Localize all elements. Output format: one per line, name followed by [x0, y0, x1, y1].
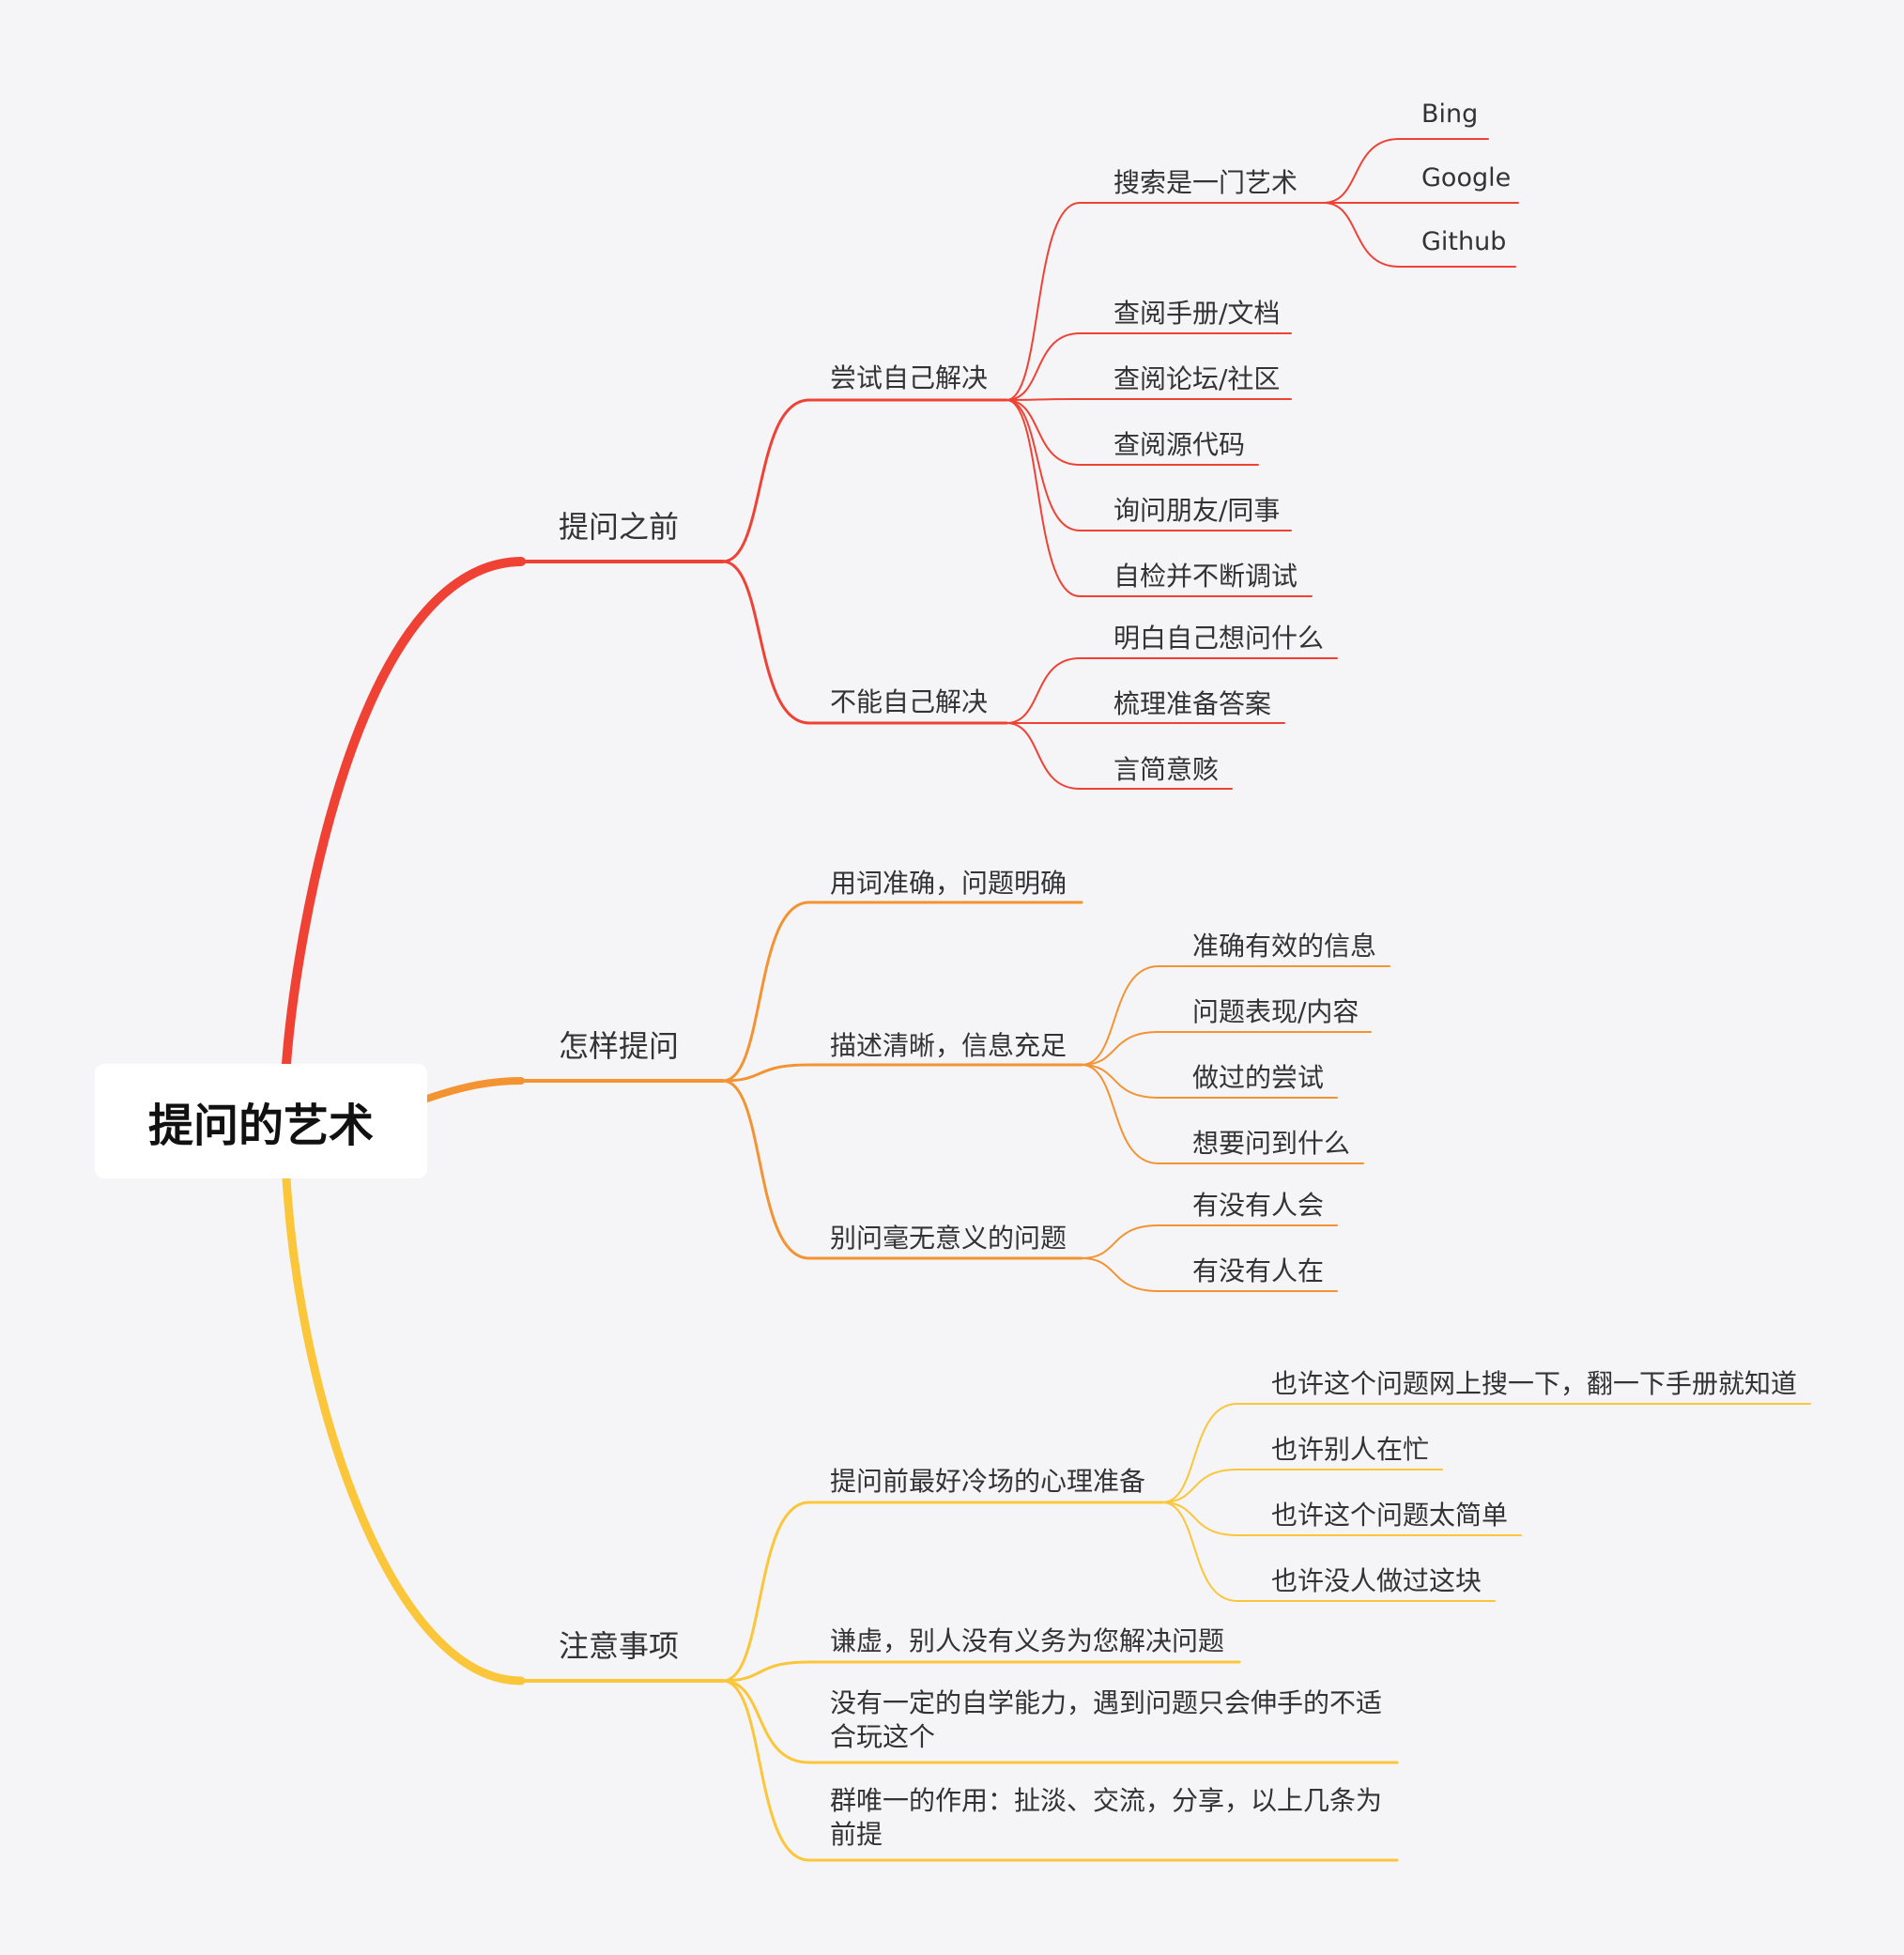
- node-know-what-to-ask[interactable]: 明白自己想问什么: [1113, 623, 1325, 654]
- link-try-yourself: [721, 398, 811, 563]
- link-l3-cannot-0: [1006, 657, 1081, 724]
- link-root-notes: [282, 1174, 526, 1686]
- link-l3-cannot-2: [1006, 722, 1081, 790]
- link-l4-search-2: [1323, 202, 1400, 268]
- link-l3-try-2: [1006, 398, 1081, 401]
- node-attempts-made[interactable]: 做过的尝试: [1192, 1062, 1325, 1093]
- link-notes-3: [721, 1679, 811, 1862]
- link-l3-try-1: [1006, 332, 1081, 401]
- link-root-how: [423, 1077, 525, 1102]
- node-precise-wording[interactable]: 用词准确，问题明确: [830, 868, 1067, 899]
- node-prepare-answer[interactable]: 梳理准备答案: [1113, 688, 1272, 719]
- node-anyone-knows[interactable]: 有没有人会: [1192, 1190, 1325, 1221]
- link-l3-try-3: [1006, 399, 1081, 466]
- link-l3-desc-1: [1081, 1031, 1159, 1066]
- link-notes-0: [721, 1501, 811, 1683]
- link-l3-desc-0: [1081, 965, 1159, 1066]
- node-maybe-searchable[interactable]: 也许这个问题网上搜一下，翻一下手册就知道: [1271, 1368, 1798, 1399]
- link-cannot-solve: [721, 560, 811, 725]
- node-read-manual[interactable]: 查阅手册/文档: [1113, 298, 1281, 329]
- node-github[interactable]: Github: [1421, 227, 1507, 256]
- node-maybe-busy[interactable]: 也许别人在忙: [1271, 1434, 1430, 1465]
- link-l3-noq-1: [1081, 1257, 1159, 1292]
- node-valid-info[interactable]: 准确有效的信息: [1192, 931, 1377, 962]
- link-l3-try-0: [1006, 202, 1081, 401]
- branch-before-asking[interactable]: 提问之前: [559, 509, 680, 545]
- link-root-before: [282, 557, 526, 1069]
- link-how-2: [721, 1079, 811, 1260]
- node-maybe-nobody-did[interactable]: 也许没人做过这块: [1271, 1565, 1482, 1596]
- node-prepare-for-silence[interactable]: 提问前最好冷场的心理准备: [830, 1466, 1146, 1497]
- node-ask-friends[interactable]: 询问朋友/同事: [1113, 495, 1281, 526]
- link-l3-silence-1: [1161, 1469, 1238, 1503]
- link-notes-1: [721, 1660, 811, 1683]
- link-l3-try-5: [1006, 399, 1081, 597]
- node-anyone-here[interactable]: 有没有人在: [1192, 1255, 1325, 1286]
- node-group-purpose[interactable]: 群唯一的作用：扯淡、交流，分享，以上几条为前提: [830, 1785, 1383, 1850]
- link-l3-noq-0: [1081, 1224, 1159, 1259]
- node-bing[interactable]: Bing: [1421, 100, 1479, 129]
- node-google[interactable]: Google: [1421, 163, 1512, 192]
- link-how-1: [721, 1063, 811, 1083]
- node-no-meaningless-questions[interactable]: 别问毫无意义的问题: [830, 1223, 1067, 1254]
- node-try-yourself[interactable]: 尝试自己解决: [830, 362, 989, 393]
- node-what-to-learn[interactable]: 想要问到什么: [1192, 1128, 1351, 1159]
- branch-how-to-ask[interactable]: 怎样提问: [559, 1028, 680, 1064]
- link-l4-search-0: [1323, 138, 1400, 204]
- node-self-debug[interactable]: 自检并不断调试: [1113, 561, 1298, 592]
- node-be-humble[interactable]: 谦虚，别人没有义务为您解决问题: [830, 1625, 1225, 1656]
- link-l3-desc-3: [1081, 1064, 1159, 1164]
- node-clear-description[interactable]: 描述清晰，信息充足: [830, 1030, 1067, 1061]
- node-read-forum[interactable]: 查阅论坛/社区: [1113, 363, 1281, 394]
- node-read-source[interactable]: 查阅源代码: [1113, 429, 1246, 460]
- node-maybe-too-simple[interactable]: 也许这个问题太简单: [1271, 1500, 1509, 1531]
- link-l3-try-4: [1006, 399, 1081, 531]
- root-node[interactable]: 提问的艺术: [95, 1064, 427, 1178]
- link-notes-2: [721, 1679, 811, 1764]
- node-problem-content[interactable]: 问题表现/内容: [1192, 996, 1359, 1027]
- node-self-learning[interactable]: 没有一定的自学能力，遇到问题只会伸手的不适合玩这个: [830, 1687, 1383, 1752]
- link-l3-desc-2: [1081, 1064, 1159, 1099]
- link-l3-silence-0: [1161, 1403, 1238, 1503]
- node-be-concise[interactable]: 言简意赅: [1113, 754, 1220, 785]
- node-cannot-solve[interactable]: 不能自己解决: [830, 686, 989, 717]
- link-l3-silence-3: [1161, 1501, 1238, 1602]
- node-search-art[interactable]: 搜索是一门艺术: [1113, 167, 1298, 198]
- branch-notes[interactable]: 注意事项: [559, 1628, 680, 1664]
- link-l3-silence-2: [1161, 1501, 1238, 1536]
- link-how-0: [721, 901, 811, 1083]
- root-label: 提问的艺术: [147, 1100, 374, 1152]
